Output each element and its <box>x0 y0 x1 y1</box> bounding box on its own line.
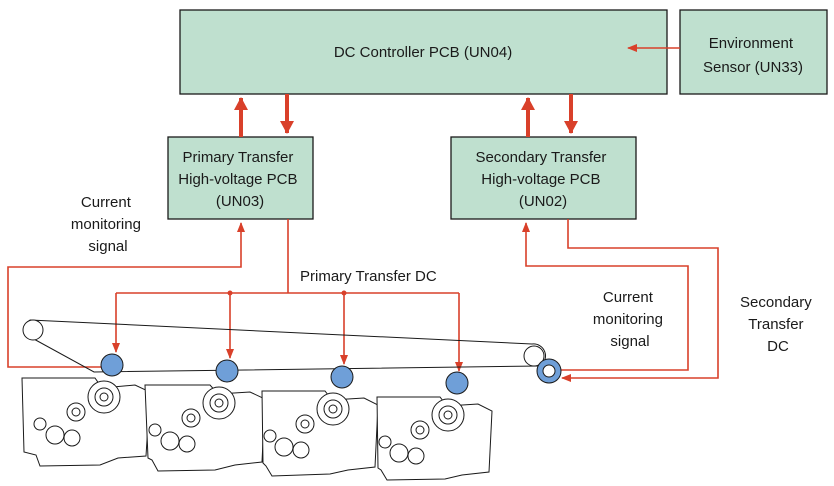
std-line1: Secondary <box>740 294 812 311</box>
cartridge-1 <box>21 377 151 467</box>
dc-controller-label: DC Controller PCB (UN04) <box>334 44 512 61</box>
primary-transfer-line3: (UN03) <box>216 193 264 210</box>
belt-end-roller <box>523 345 545 367</box>
secondary-transfer-dc-line <box>561 219 719 382</box>
secondary-transfer-line3: (UN02) <box>519 193 567 210</box>
primary-transfer-dc-label: Primary Transfer DC <box>300 268 437 285</box>
cm-right-line3: signal <box>610 333 649 350</box>
primary-transfer-roller-1 <box>100 353 124 377</box>
current-monitoring-right-label: Current monitoring signal <box>593 289 667 350</box>
std-line2: Transfer <box>748 316 803 333</box>
cm-right-line1: Current <box>603 289 654 306</box>
cm-left-line3: signal <box>88 238 127 255</box>
primary-transfer-roller-4 <box>445 371 469 395</box>
cm-right-line2: monitoring <box>593 311 663 328</box>
primary-transfer-pcb-box: Primary Transfer High-voltage PCB (UN03) <box>167 136 314 220</box>
environment-sensor-box: Environment Sensor (UN33) <box>679 9 828 95</box>
cartridge-2 <box>144 384 266 472</box>
primary-transfer-pcb-label: Primary Transfer High-voltage PCB (UN03) <box>178 149 301 210</box>
primary-transfer-roller-3 <box>330 365 354 389</box>
secondary-transfer-pcb-label: Secondary Transfer High-voltage PCB (UN0… <box>475 149 610 210</box>
current-monitoring-left-label: Current monitoring signal <box>71 194 145 255</box>
environment-sensor-line1: Environment <box>709 35 794 52</box>
secondary-transfer-dc-label: Secondary Transfer DC <box>740 294 816 355</box>
secondary-transfer-line2: High-voltage PCB <box>481 171 600 188</box>
primary-current-monitoring-line <box>7 222 245 368</box>
cartridge-4 <box>376 396 493 481</box>
cm-left-line2: monitoring <box>71 216 141 233</box>
secondary-transfer-line1: Secondary Transfer <box>475 149 606 166</box>
cm-left-line1: Current <box>81 194 132 211</box>
secondary-current-monitoring-line <box>522 222 689 371</box>
secondary-transfer-roller <box>536 358 562 384</box>
environment-sensor-label: Environment Sensor (UN33) <box>703 35 803 76</box>
environment-sensor-line2: Sensor (UN33) <box>703 59 803 76</box>
junction-dot-1 <box>227 290 233 296</box>
primary-transfer-line2: High-voltage PCB <box>178 171 297 188</box>
primary-transfer-line1: Primary Transfer <box>182 149 293 166</box>
dc-controller-box: DC Controller PCB (UN04) <box>179 9 668 95</box>
belt-drive-roller <box>22 319 44 341</box>
secondary-transfer-pcb-box: Secondary Transfer High-voltage PCB (UN0… <box>450 136 637 220</box>
std-line3: DC <box>767 338 789 355</box>
cartridge-3 <box>261 390 379 477</box>
primary-transfer-roller-2 <box>215 359 239 383</box>
junction-dot-2 <box>341 290 347 296</box>
